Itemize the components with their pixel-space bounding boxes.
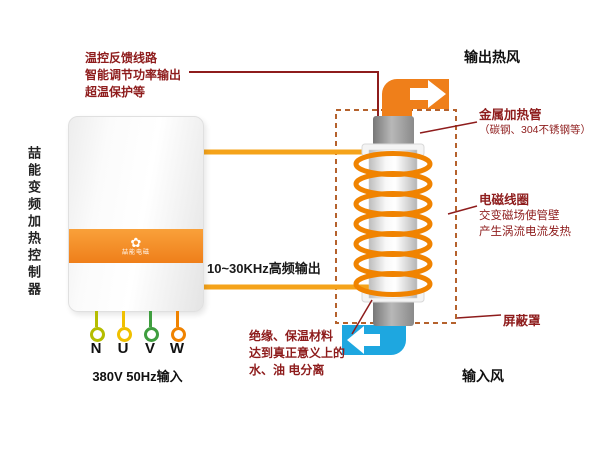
brand-flower-icon: ✿ [130, 234, 142, 250]
insulation-line-2: 达到真正意义上的 [249, 346, 346, 360]
power-input-label: 380V 50Hz输入 [92, 369, 183, 384]
metal-tube-title: 金属加热管 [479, 108, 542, 122]
terminal-ring [90, 327, 105, 342]
coil-title: 电磁线圈 [479, 193, 530, 207]
feedback-line-2: 智能调节功率输出 [85, 68, 182, 82]
insulation-annotation: 绝缘、保温材料 达到真正意义上的 水、油 电分离 [249, 328, 345, 379]
coil-line-2: 交变磁场使管壁 [479, 210, 560, 222]
terminal-wire [122, 311, 125, 327]
insulation-line-3: 水、油 电分离 [249, 363, 325, 377]
terminal-wire [176, 311, 179, 327]
terminal-ring [144, 327, 159, 342]
terminal-label-n: N [90, 340, 102, 357]
terminal-u [117, 311, 132, 342]
terminal-v [144, 311, 159, 342]
feedback-annotation: 温控反馈线路 智能调节功率输出 超温保护等 [85, 50, 181, 101]
terminal-n [90, 311, 105, 342]
shield-label: 屏蔽罩 [503, 314, 541, 328]
controller-brand-band: ✿ 喆能电磁 [69, 229, 203, 263]
terminal-label-w: W [169, 340, 185, 357]
hf-output-label: 10~30KHz高频输出 [207, 261, 321, 276]
terminal-wire [95, 311, 98, 327]
terminal-ring [117, 327, 132, 342]
insulation-connector-line [351, 299, 373, 335]
shield-connector-line [456, 314, 502, 319]
outlet-arrow-right-icon [410, 80, 446, 108]
coil-line-3: 产生涡流电流发热 [479, 226, 571, 238]
inlet-arrow-left-icon [347, 326, 380, 354]
shield-cover-outline [335, 109, 457, 324]
feedback-connector-line [189, 71, 379, 120]
air-in-label: 输入风 [462, 368, 504, 384]
terminal-wire [149, 311, 152, 327]
coil-connector-line [447, 205, 478, 215]
metal-tube-connector-line [419, 121, 478, 134]
frequency-heating-controller: ✿ 喆能电磁 [68, 116, 204, 312]
coil-loop [353, 271, 433, 297]
insulation-line-1: 绝缘、保温材料 [249, 329, 334, 343]
metal-tube-annotation: 金属加热管 （碳钢、304不锈钢等） [479, 108, 591, 138]
brand-logo-text: 喆能电磁 [121, 249, 150, 256]
terminal-ring [171, 327, 186, 342]
heater-bottom-cap [373, 300, 414, 326]
terminal-w [171, 311, 186, 342]
coil-annotation: 电磁线圈 交变磁场使管壁 产生涡流电流发热 [479, 192, 571, 240]
terminal-label-u: U [117, 340, 129, 357]
feedback-line-3: 超温保护等 [85, 85, 146, 99]
terminal-label-v: V [144, 340, 155, 357]
controller-side-label: 喆能变频加热控制器 [26, 146, 41, 299]
feedback-line-1: 温控反馈线路 [85, 51, 158, 65]
electromagnetic-coil [353, 151, 433, 297]
metal-tube-subtitle: （碳钢、304不锈钢等） [479, 124, 592, 136]
heater-top-cap [373, 116, 414, 146]
hot-air-out-label: 输出热风 [464, 49, 520, 65]
